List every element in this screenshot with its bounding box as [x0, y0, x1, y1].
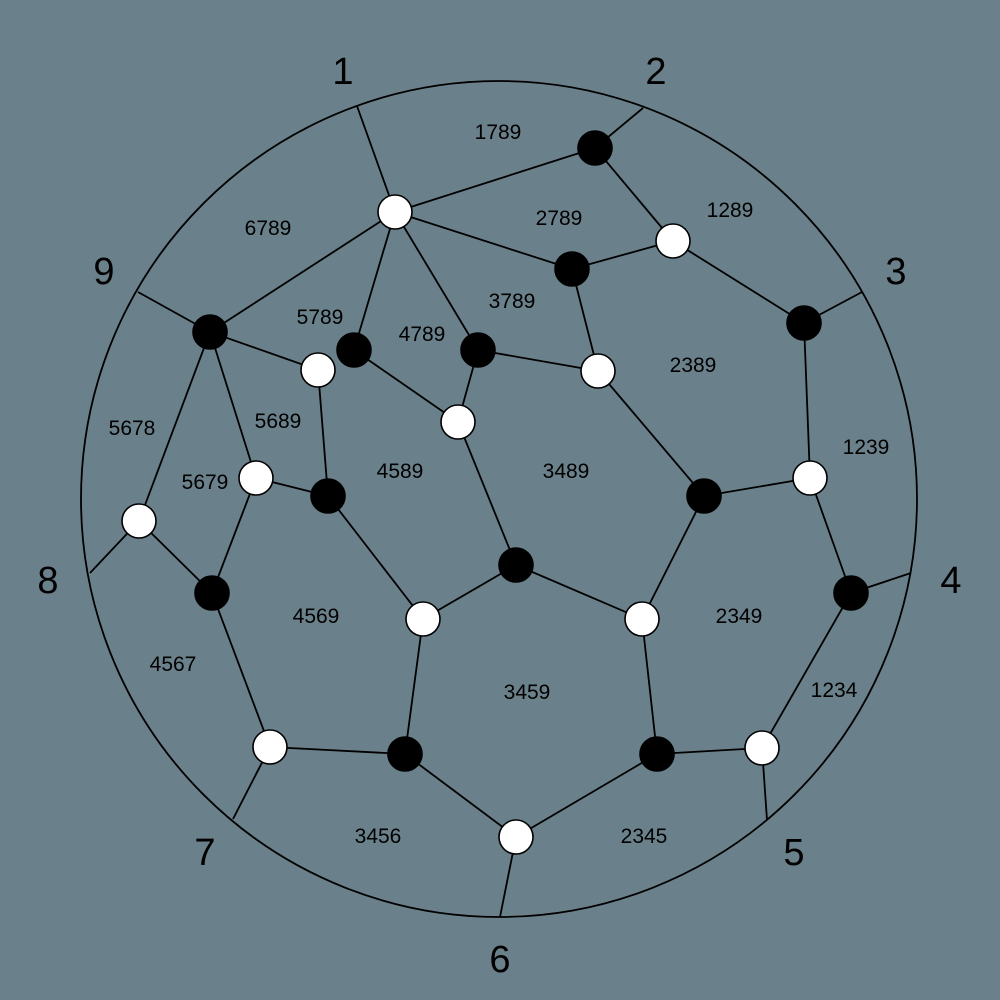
white-vertex — [377, 194, 413, 230]
boundary-label: 4 — [940, 560, 961, 602]
black-vertex — [194, 575, 230, 611]
face-label: 1289 — [707, 199, 754, 222]
graph-edge — [317, 369, 329, 497]
graph-edge — [597, 370, 705, 497]
white-vertex — [121, 503, 157, 539]
white-vertex — [498, 819, 534, 855]
graph-edge — [809, 477, 852, 594]
graph-edge — [353, 349, 459, 423]
white-vertex — [440, 404, 476, 440]
graph-edge — [209, 331, 319, 371]
white-vertex — [252, 729, 288, 765]
face-label: 5678 — [109, 417, 156, 440]
boundary-label: 5 — [783, 832, 804, 874]
boundary-label: 1 — [332, 51, 353, 93]
black-vertex — [639, 736, 675, 772]
graph-edge — [515, 753, 658, 838]
face-label: 2345 — [621, 825, 668, 848]
white-vertex — [624, 601, 660, 637]
graph-edge — [672, 240, 805, 324]
face-label: 2349 — [716, 605, 763, 628]
graph-edge — [211, 477, 257, 594]
black-vertex — [686, 478, 722, 514]
graph-edge — [594, 147, 674, 242]
graph-edge — [422, 564, 517, 620]
boundary-label: 9 — [93, 251, 114, 293]
black-vertex — [577, 130, 613, 166]
graph-edge — [211, 592, 271, 748]
graph-edge — [477, 349, 599, 372]
graph-edge — [641, 495, 705, 620]
graph-edge — [269, 746, 406, 755]
graph-edge — [404, 753, 517, 838]
white-vertex — [300, 352, 336, 388]
black-vertex — [460, 332, 496, 368]
boundary-edge-1 — [356, 105, 396, 213]
black-vertex — [786, 305, 822, 341]
graph-edge — [761, 592, 852, 749]
white-vertex — [580, 353, 616, 389]
graph-edge — [138, 331, 211, 522]
face-label: 3459 — [504, 681, 551, 704]
boundary-label: 3 — [885, 251, 906, 293]
white-vertex — [405, 601, 441, 637]
boundary-label: 6 — [489, 939, 510, 981]
graph-edge — [641, 618, 658, 755]
face-label: 3789 — [489, 290, 536, 313]
internal-edges — [138, 147, 852, 838]
face-label: 1234 — [811, 679, 858, 702]
face-label: 6789 — [245, 217, 292, 240]
face-label: 1789 — [475, 121, 522, 144]
graph-edge — [353, 211, 396, 351]
face-label: 4567 — [150, 653, 197, 676]
black-vertex — [310, 478, 346, 514]
face-labels: 1789 2789 1289 6789 3789 2389 5789 4789 … — [109, 121, 890, 848]
white-vertex — [655, 223, 691, 259]
graph-edge — [394, 211, 479, 351]
black-vertex — [192, 314, 228, 350]
black-vertex — [387, 736, 423, 772]
face-label: 1239 — [843, 436, 890, 459]
graph-edge — [394, 147, 596, 213]
face-label: 3456 — [355, 825, 402, 848]
white-vertex — [792, 460, 828, 496]
boundary-label: 8 — [37, 560, 58, 602]
face-label: 5679 — [182, 471, 229, 494]
graph-edge — [457, 421, 517, 566]
graph-edge — [209, 211, 396, 333]
white-vertex — [744, 730, 780, 766]
graph-edge — [703, 477, 811, 497]
face-label: 5789 — [297, 306, 344, 329]
vertices — [121, 130, 869, 855]
boundary-labels: 1 2 3 4 5 6 7 8 9 — [37, 51, 961, 981]
face-label: 4589 — [377, 460, 424, 483]
boundary-edges — [89, 105, 912, 918]
face-label: 4789 — [399, 323, 446, 346]
face-label: 2389 — [670, 354, 717, 377]
face-label: 2789 — [536, 207, 583, 230]
face-label: 5689 — [255, 410, 302, 433]
boundary-disk — [80, 80, 918, 918]
face-label: 3489 — [543, 460, 590, 483]
boundary-label: 2 — [645, 51, 666, 93]
black-vertex — [833, 575, 869, 611]
graph-edge — [404, 618, 424, 755]
boundary-label: 7 — [194, 832, 215, 874]
black-vertex — [554, 251, 590, 287]
graph-edge — [803, 322, 811, 479]
face-label: 4569 — [293, 605, 340, 628]
graph-edge — [515, 564, 643, 620]
graph-edge — [209, 331, 257, 479]
graph-edge — [327, 495, 424, 620]
white-vertex — [238, 460, 274, 496]
black-vertex — [336, 332, 372, 368]
black-vertex — [498, 547, 534, 583]
graph-edge — [394, 211, 573, 270]
